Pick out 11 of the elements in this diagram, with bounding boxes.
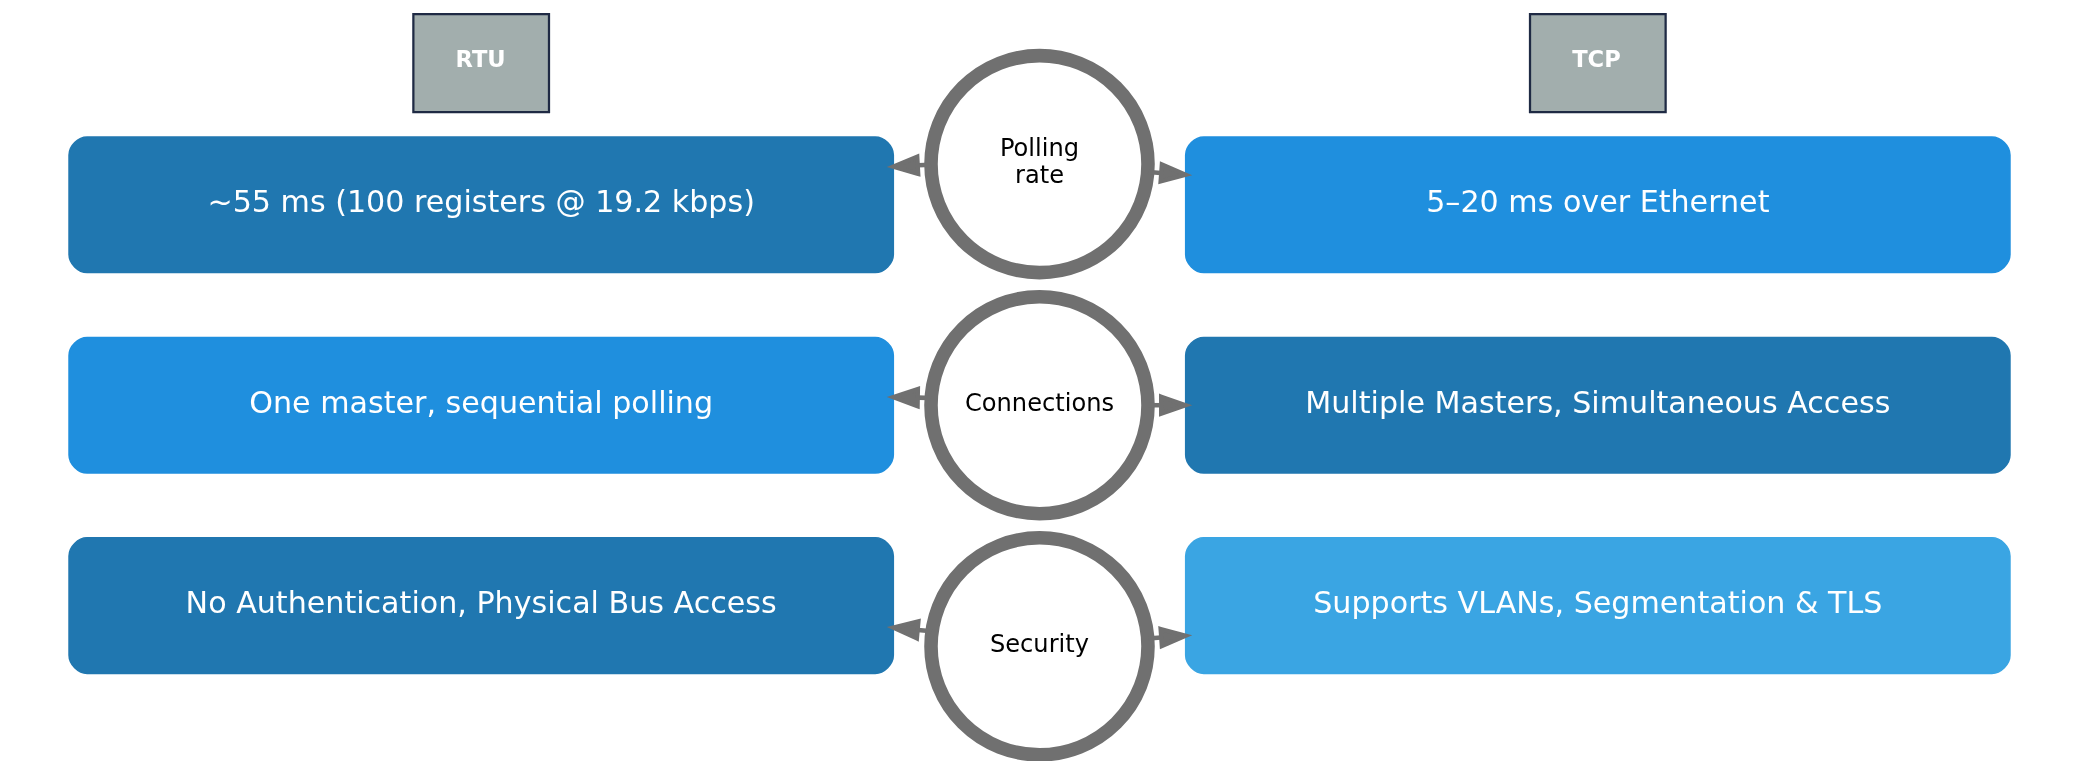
node-circle: Security bbox=[923, 531, 1155, 761]
node-box: Supports VLANs, Segmentation & TLS bbox=[1184, 537, 2011, 675]
node-box: No Authentication, Physical Bus Access bbox=[67, 537, 894, 675]
node-box: TCP bbox=[1528, 13, 1667, 114]
node-box: 5–20 ms over Ethernet bbox=[1184, 136, 2011, 274]
node-circle: Polling rate bbox=[923, 48, 1155, 280]
node-box: Multiple Masters, Simultaneous Access bbox=[1184, 336, 2011, 474]
node-box: RTU bbox=[411, 13, 550, 114]
node-circle: Connections bbox=[923, 289, 1155, 521]
node-box: ~55 ms (100 registers @ 19.2 kbps) bbox=[67, 136, 894, 274]
node-box: One master, sequential polling bbox=[67, 336, 894, 474]
